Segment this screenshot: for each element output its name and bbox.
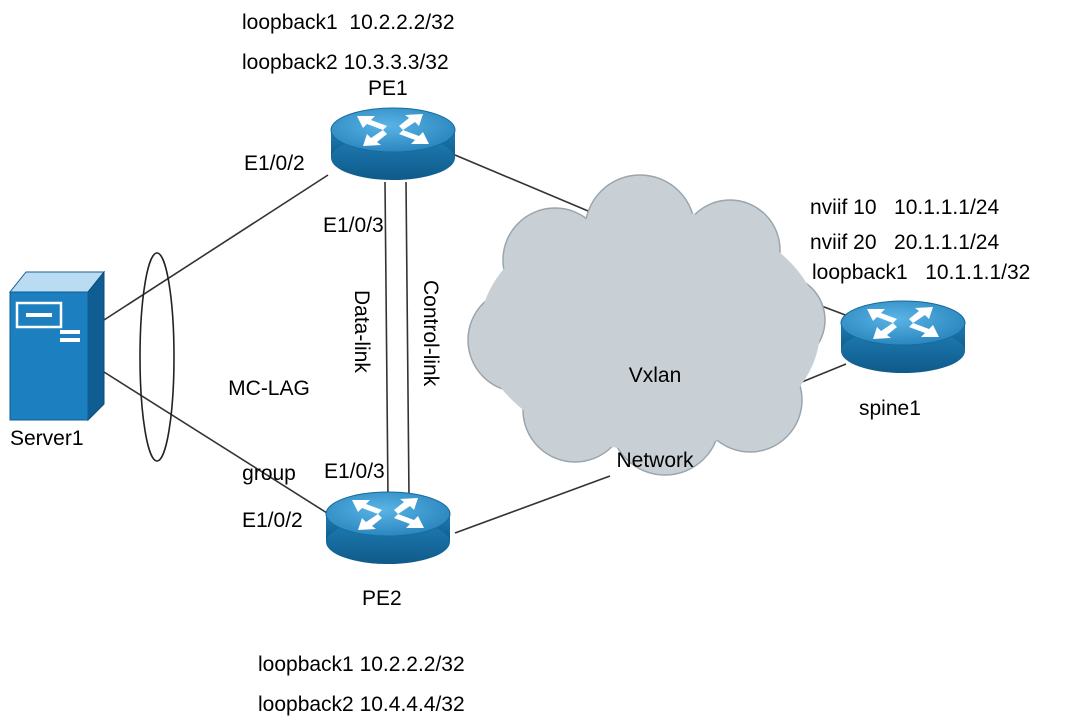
link-server-pe1	[103, 174, 329, 321]
pe1-loopback1-label: loopback1 10.2.2.2/32	[242, 11, 455, 34]
link-cloud-spine-bottom	[796, 363, 847, 385]
cloud-line1: Vxlan	[628, 363, 682, 387]
control-link-label: Control-link	[419, 280, 442, 387]
mclag-group-label: MC-LAG group	[214, 318, 324, 516]
pe2-port-peer-label: E1/0/3	[324, 460, 385, 483]
vxlan-network-label: Vxlan Network	[600, 305, 710, 503]
pe1-port-server-label: E1/0/2	[244, 152, 305, 175]
spine1-nviif20-label: nviif 20 20.1.1.1/24	[810, 231, 1000, 254]
pe2-name-label: PE2	[362, 587, 402, 610]
server-icon	[8, 270, 106, 422]
data-link-line	[384, 181, 389, 498]
pe1-loopback2-label: loopback2 10.3.3.3/32	[242, 51, 449, 74]
mclag-line2: group	[242, 461, 296, 485]
data-link-label: Data-link	[350, 290, 373, 373]
spine1-router-icon	[840, 300, 966, 374]
server1-label: Server1	[10, 427, 84, 450]
control-link-line	[405, 181, 410, 498]
spine1-nviif10-label: nviif 10 10.1.1.1/24	[810, 196, 1000, 219]
link-pe2-cloud	[454, 475, 611, 534]
pe2-router-icon	[325, 491, 451, 565]
link-pe1-cloud	[454, 154, 601, 217]
spine1-name-label: spine1	[859, 397, 921, 420]
pe2-loopback1-label: loopback1 10.2.2.2/32	[258, 653, 465, 676]
mclag-line1: MC-LAG	[228, 376, 310, 400]
cloud-line2: Network	[616, 448, 694, 472]
pe2-loopback2-label: loopback2 10.4.4.4/32	[258, 693, 465, 716]
pe1-router-icon	[330, 107, 456, 181]
pe1-port-peer-label: E1/0/3	[323, 214, 384, 237]
pe1-name-label: PE1	[368, 77, 408, 100]
mclag-ellipse	[139, 252, 175, 462]
pe2-port-server-label: E1/0/2	[242, 509, 303, 532]
spine1-loopback1-label: loopback1 10.1.1.1/32	[812, 261, 1031, 284]
